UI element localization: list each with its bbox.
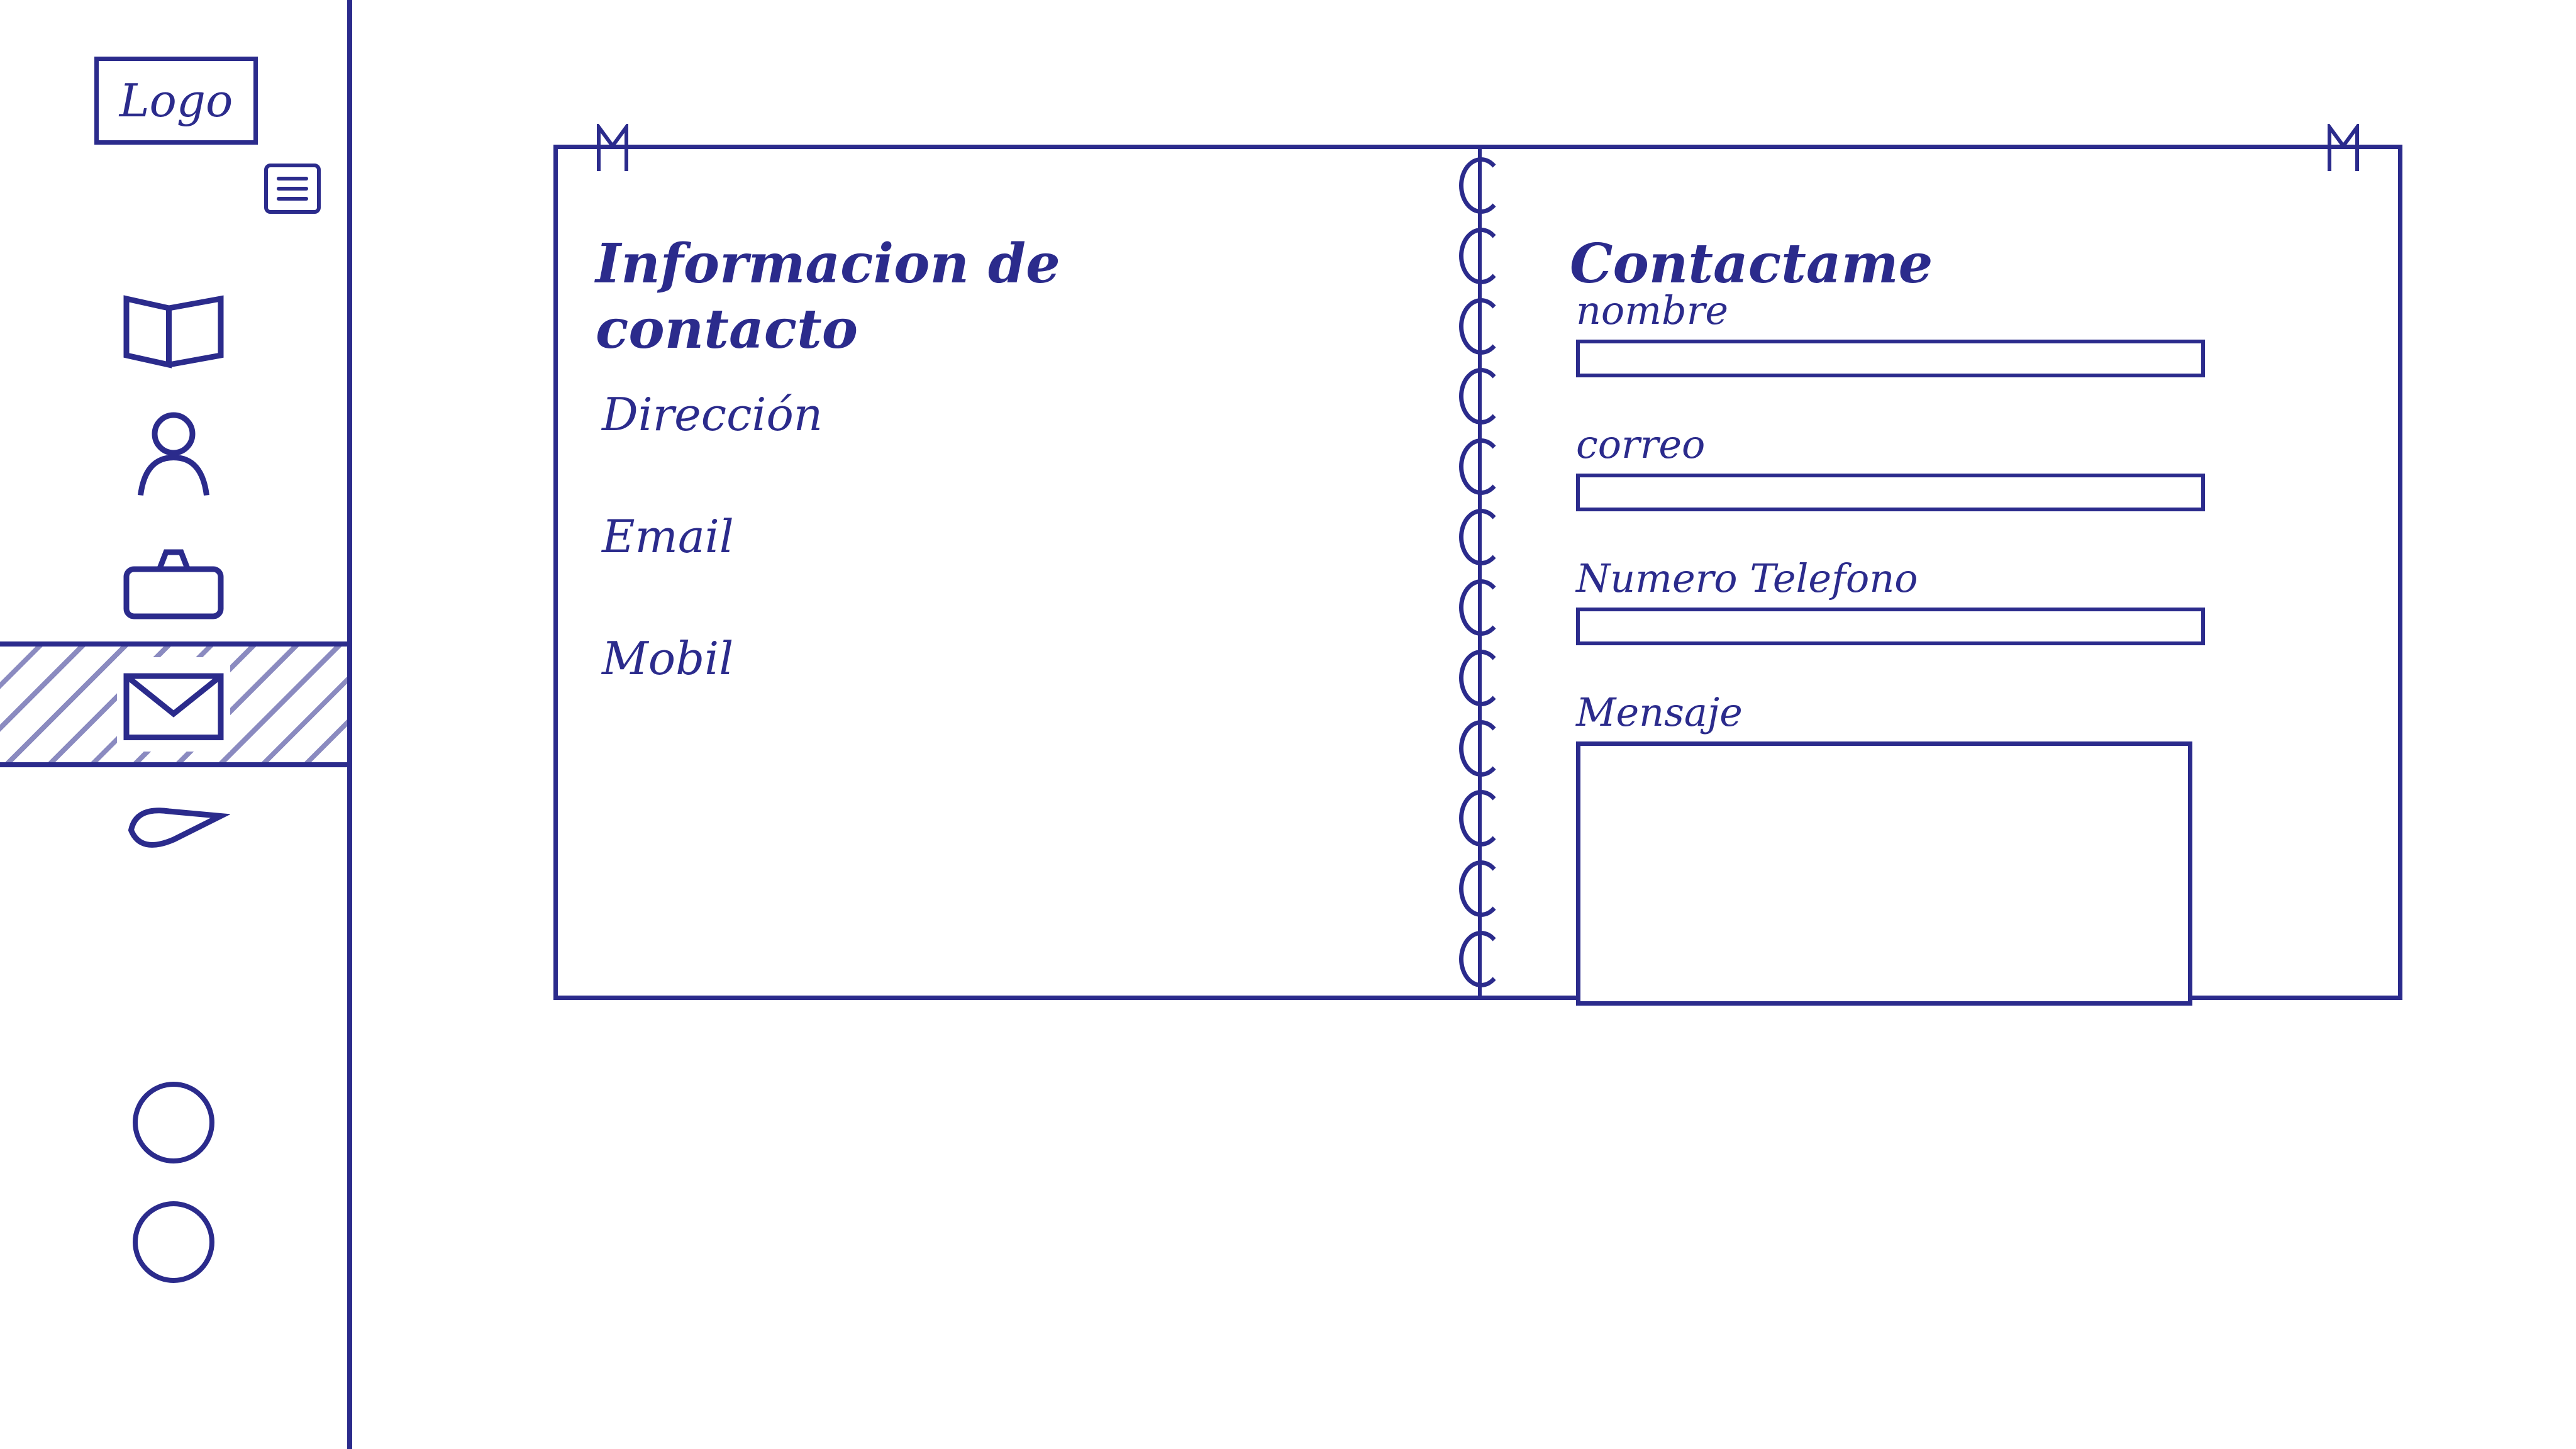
spiral-ring <box>1459 719 1503 777</box>
info-email: Email <box>602 510 734 563</box>
menu-line <box>277 187 308 191</box>
contact-info-page: Informacion de contacto Dirección Email … <box>553 121 1478 1000</box>
spiral-ring <box>1459 860 1503 918</box>
spiral-ring <box>1459 930 1503 987</box>
info-address: Dirección <box>602 388 823 441</box>
contact-info-title: Informacion de contacto <box>596 232 1060 361</box>
spiral-ring <box>1459 579 1503 636</box>
contact-form: nombre correo Numero Telefono Mensaje <box>1576 287 2331 1052</box>
phone-field-group: Numero Telefono <box>1576 555 2331 645</box>
message-field-group: Mensaje <box>1576 689 2331 1008</box>
spiral-ring <box>1459 157 1503 214</box>
send-icon <box>128 808 230 848</box>
spiral-ring <box>1459 509 1503 566</box>
info-mobile: Mobil <box>602 632 734 685</box>
spiral-ring <box>1459 649 1503 706</box>
book-icon <box>123 295 224 369</box>
spiral-ring <box>1459 297 1503 355</box>
spiral-ring <box>1459 368 1503 425</box>
menu-icon[interactable] <box>264 164 321 214</box>
menu-line <box>277 197 308 201</box>
sidebar-item-book[interactable] <box>0 264 347 390</box>
name-field-group: nombre <box>1576 287 2331 377</box>
sidebar-nav <box>0 264 347 893</box>
logo: Logo <box>94 57 258 145</box>
sidebar: Logo <box>0 0 352 1449</box>
spiral-ring <box>1459 438 1503 496</box>
sidebar-bottom <box>0 1082 347 1283</box>
name-input[interactable] <box>1576 340 2205 377</box>
message-label: Mensaje <box>1576 689 1743 735</box>
phone-input[interactable] <box>1576 608 2205 645</box>
circle-icon[interactable] <box>133 1082 214 1163</box>
sidebar-item-briefcase[interactable] <box>0 516 347 641</box>
main-content: Informacion de contacto Dirección Email … <box>352 0 2576 1449</box>
contact-info-list: Dirección Email Mobil <box>602 388 823 685</box>
circle-icon[interactable] <box>133 1201 214 1283</box>
name-label: nombre <box>1576 287 1729 333</box>
bookmark-icon <box>596 121 630 174</box>
sidebar-item-send[interactable] <box>0 767 347 893</box>
phone-label: Numero Telefono <box>1576 555 1918 601</box>
contact-form-title: Contactame <box>1570 232 1933 296</box>
briefcase-icon <box>123 549 224 619</box>
email-label: correo <box>1576 421 1706 467</box>
sidebar-item-user[interactable] <box>0 390 347 516</box>
menu-line <box>277 177 308 180</box>
spiral-ring <box>1459 227 1503 284</box>
notebook: Informacion de contacto Dirección Email … <box>553 121 2402 1006</box>
email-field-group: correo <box>1576 421 2331 511</box>
message-textarea[interactable] <box>1576 741 2192 1006</box>
contact-form-page: Contactame nombre correo Numero Telefono <box>1478 121 2402 1006</box>
spiral-ring <box>1459 790 1503 847</box>
email-input[interactable] <box>1576 474 2205 511</box>
envelope-icon <box>117 657 230 752</box>
user-icon <box>138 412 209 496</box>
sidebar-item-contact[interactable] <box>0 641 347 767</box>
bookmark-icon <box>2326 121 2360 174</box>
spiral-binding <box>1459 145 1509 1000</box>
